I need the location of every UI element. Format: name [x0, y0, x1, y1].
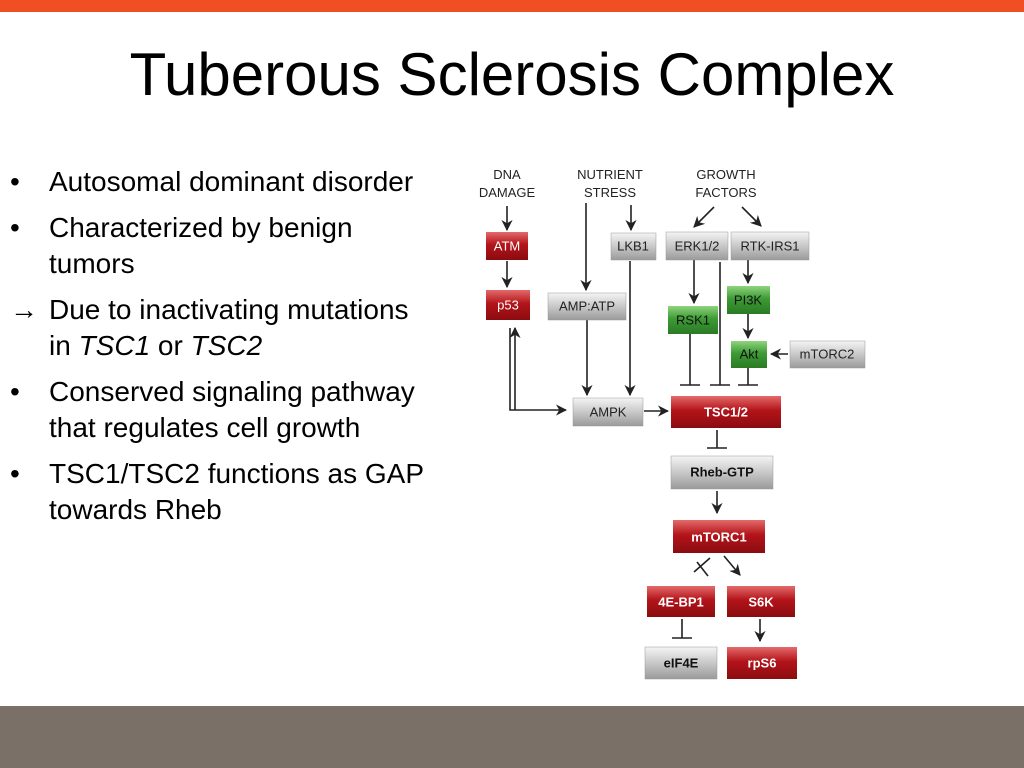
bullet-text: Autosomal dominant disorder — [49, 166, 414, 197]
bullet-text: TSC1/TSC2 functions as GAP towards Rheb — [49, 458, 424, 525]
node-label: p53 — [497, 298, 519, 313]
node-label: Rheb-GTP — [690, 465, 754, 480]
node-amp-atp: AMP:ATP — [547, 292, 627, 321]
bullet-text-part: or — [150, 330, 191, 361]
edge-gf-to-rtk — [741, 206, 762, 227]
node-label: mTORC1 — [691, 530, 746, 545]
tsc-signaling-pathway-diagram: DNA DAMAGE NUTRIENT STRESS GROWTH FACTOR… — [479, 167, 866, 680]
node-label: RTK-IRS1 — [741, 239, 800, 254]
node-rtk-irs1: RTK-IRS1 — [730, 231, 810, 261]
bullet-item: • TSC1/TSC2 functions as GAP towards Rhe… — [10, 456, 435, 528]
bullet-text-part: Due to inactivating mutations in — [49, 294, 409, 361]
node-mtorc1: mTORC1 — [673, 520, 765, 553]
node-s6k: S6K — [727, 586, 795, 617]
node-erk12: ERK1/2 — [665, 231, 729, 261]
bullet-text: Characterized by benign tumors — [49, 212, 353, 279]
edge-gf-to-erk — [693, 206, 715, 228]
node-label: LKB1 — [617, 239, 649, 254]
bullet-marker: • — [10, 212, 20, 243]
node-p53: p53 — [486, 290, 530, 320]
node-4ebp1: 4E-BP1 — [647, 586, 715, 617]
node-label: eIF4E — [664, 656, 699, 671]
growth-factors-label-line2: FACTORS — [695, 185, 756, 200]
bullet-item: • Conserved signaling pathway that regul… — [10, 374, 435, 446]
bullet-marker: • — [10, 458, 20, 489]
node-eif4e: eIF4E — [644, 646, 718, 680]
node-label: PI3K — [734, 293, 763, 308]
bullet-text: Conserved signaling pathway that regulat… — [49, 376, 415, 443]
node-rheb-gtp: Rheb-GTP — [670, 455, 774, 490]
node-tsc12: TSC1/2 — [671, 396, 781, 428]
node-label: AMP:ATP — [559, 299, 615, 314]
node-label: TSC1/2 — [704, 405, 748, 420]
node-pi3k: PI3K — [727, 286, 770, 314]
node-label: Akt — [740, 347, 759, 362]
inhibit-bar-mtorc1 — [696, 561, 709, 577]
bullet-item: → Due to inactivating mutations in TSC1 … — [10, 292, 435, 364]
node-label: rpS6 — [748, 656, 777, 671]
growth-factors-label-line1: GROWTH — [696, 167, 755, 182]
edge-mtorc1-inhibits-4ebp1 — [693, 557, 711, 573]
bullet-marker: • — [10, 166, 20, 197]
nutrient-stress-label-line2: STRESS — [584, 185, 636, 200]
nutrient-stress-label-line1: NUTRIENT — [577, 167, 643, 182]
slide-title: Tuberous Sclerosis Complex — [129, 41, 895, 108]
node-akt: Akt — [731, 341, 767, 368]
bullet-text: Due to inactivating mutations in TSC1 or… — [49, 294, 409, 361]
pathway-edges — [501, 203, 788, 643]
node-label: 4E-BP1 — [658, 595, 704, 610]
edge-mtorc1-to-s6k — [723, 555, 741, 576]
top-accent-bar — [0, 0, 1024, 12]
node-ampk: AMPK — [572, 397, 644, 427]
arrow-marker: → — [10, 294, 38, 325]
node-atm: ATM — [486, 232, 528, 260]
bullet-list: • Autosomal dominant disorder • Characte… — [10, 164, 435, 538]
node-label: mTORC2 — [800, 347, 855, 362]
gene-name-tsc2: TSC2 — [190, 330, 263, 361]
bullet-item: • Characterized by benign tumors — [10, 210, 435, 282]
node-label: S6K — [748, 595, 774, 610]
gene-name-tsc1: TSC1 — [78, 330, 151, 361]
node-label: ATM — [494, 239, 520, 254]
node-mtorc2: mTORC2 — [789, 340, 866, 369]
node-rsk1: RSK1 — [668, 306, 718, 334]
node-label: AMPK — [590, 405, 627, 420]
footer-bar — [0, 706, 1024, 768]
node-lkb1: LKB1 — [610, 232, 657, 261]
bullet-marker: • — [10, 376, 20, 407]
dna-damage-label-line1: DNA — [493, 167, 521, 182]
node-rps6: rpS6 — [727, 647, 797, 679]
dna-damage-label-line2: DAMAGE — [479, 185, 536, 200]
node-label: RSK1 — [676, 313, 710, 328]
bullet-item: • Autosomal dominant disorder — [10, 164, 435, 200]
edge-p53-to-ampk — [509, 328, 568, 416]
node-label: ERK1/2 — [675, 239, 720, 254]
